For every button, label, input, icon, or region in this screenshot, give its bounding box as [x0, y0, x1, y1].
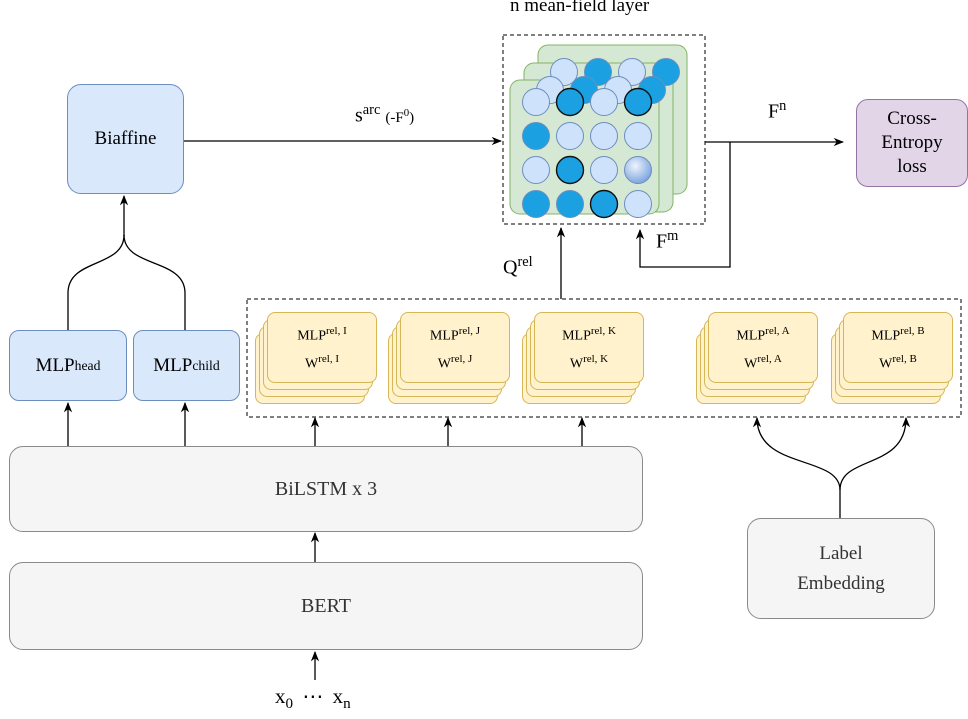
- s-arc-label: sarc (-F0): [355, 102, 415, 127]
- curve-child-to-biaffine: [123, 234, 186, 330]
- grid-cell-circle: [555, 87, 585, 117]
- f-m-label: Fm: [656, 228, 679, 253]
- bilstm-node: BiLSTM x 3: [9, 446, 643, 532]
- q-rel-label: Qrel: [503, 254, 533, 279]
- cross-entropy-loss-node: Cross- Entropy loss: [856, 99, 968, 187]
- grid-cell-circle: [589, 189, 619, 219]
- curve-label-to-rel-a: [752, 416, 841, 518]
- grid-cell-circle: [522, 156, 550, 184]
- bert-label: BERT: [301, 594, 351, 617]
- grid-cell-circle: [624, 190, 652, 218]
- arrow-feedback-loop: [635, 142, 731, 268]
- biaffine-node: Biaffine: [67, 84, 184, 194]
- grid-cell-circle: [556, 122, 584, 150]
- label-embedding-node: Label Embedding: [747, 518, 935, 619]
- connectors: [63, 136, 911, 680]
- grid-cell-circle: [522, 88, 550, 116]
- bert-node: BERT: [9, 562, 643, 650]
- mean-field-grids: [522, 58, 680, 219]
- grid-cell-circle: [590, 88, 618, 116]
- grid-cell-circle: [624, 122, 652, 150]
- curve-head-to-biaffine: [67, 234, 125, 330]
- grid-cell-circle: [555, 155, 585, 185]
- rel-modules-group: [246, 298, 962, 418]
- grid-cell-circle: [624, 156, 652, 184]
- grid-cell-circle: [623, 87, 653, 117]
- grid-cell-circle: [556, 190, 584, 218]
- input-tokens-label: x0 ⋯ xn: [275, 684, 351, 713]
- grid-cell-circle: [590, 122, 618, 150]
- f-n-label: Fn: [768, 98, 787, 123]
- biaffine-label: Biaffine: [94, 128, 157, 149]
- grid-cell-circle: [590, 156, 618, 184]
- curve-label-to-rel-b: [839, 416, 911, 491]
- grid-cell-circle: [522, 122, 550, 150]
- grid-cell-circle: [522, 190, 550, 218]
- bilstm-label: BiLSTM x 3: [274, 477, 378, 500]
- mean-field-group: [502, 34, 706, 225]
- mean-field-title: n mean-field layer: [510, 0, 650, 16]
